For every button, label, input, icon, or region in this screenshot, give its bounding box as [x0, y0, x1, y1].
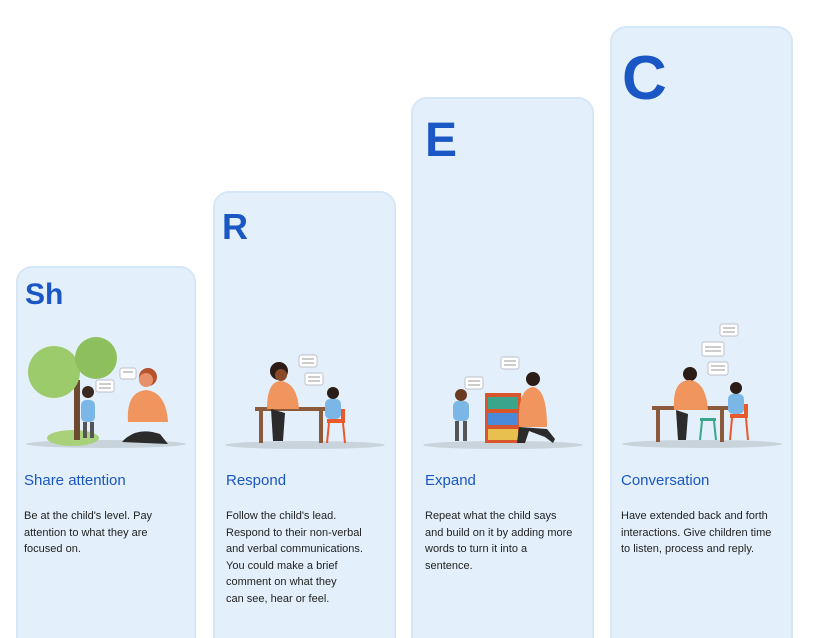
step-letter: Sh — [25, 278, 64, 311]
step-description: Follow the child's lead. Respond to thei… — [226, 510, 363, 605]
step-description: Repeat what the child says and build on … — [425, 510, 573, 572]
step-heading: Share attention — [24, 472, 126, 489]
step-description: Have extended back and forth interaction… — [621, 510, 772, 555]
step-heading: Expand — [425, 472, 476, 489]
share-attention-illustration — [26, 337, 186, 448]
step-card-conversation: C Conversation Have extended back and fo… — [610, 26, 793, 638]
step-heading: Respond — [226, 472, 287, 489]
expand-illustration — [423, 356, 583, 449]
step-description: Be at the child's level. Pay attention t… — [24, 510, 153, 555]
step-card-respond: R Respond Follow the child's lead. Respo… — [213, 191, 396, 638]
step-letter: C — [622, 44, 667, 113]
respond-illustration — [225, 354, 385, 449]
conversation-illustration — [622, 323, 782, 448]
step-heading: Conversation — [621, 472, 710, 489]
step-card-expand: E Expand Repeat what the child says and … — [411, 97, 594, 638]
step-letter: R — [222, 206, 248, 247]
step-card-share-attention: Sh Share attention Be at the child's lev… — [16, 266, 196, 638]
step-letter: E — [425, 114, 458, 167]
